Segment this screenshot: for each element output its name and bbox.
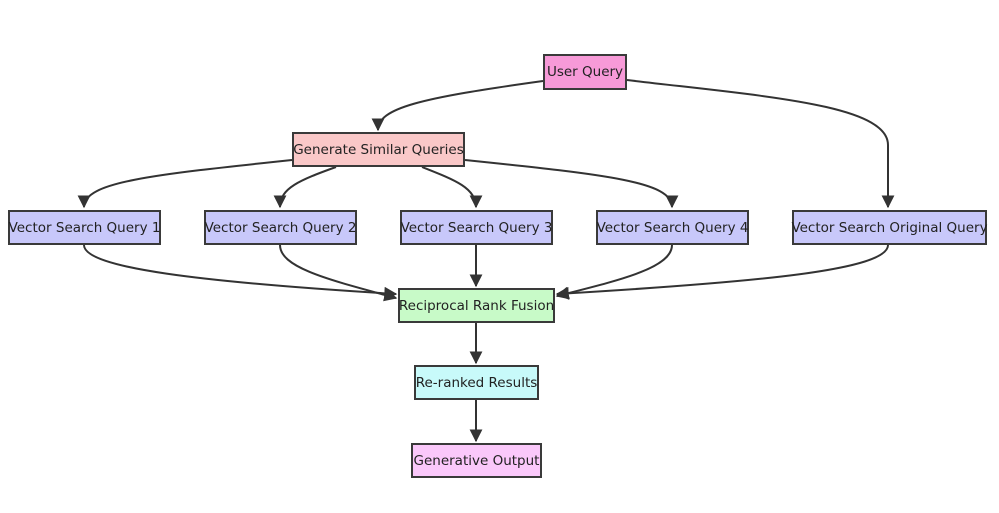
node-generative-output: Generative Output [411, 443, 542, 478]
node-generate-similar-queries: Generate Similar Queries [292, 132, 465, 167]
edge-vs-query-4-to-rrf [555, 244, 673, 300]
node-vector-search-original-query: Vector Search Original Query [791, 210, 988, 245]
node-reciprocal-rank-fusion: Reciprocal Rank Fusion [398, 288, 555, 323]
edge-generate-similar-to-vs-query-3 [421, 166, 483, 209]
edge-generate-similar-to-vs-query-4 [464, 159, 679, 209]
edge-vs-original-to-rrf [555, 244, 889, 300]
edge-vs-query-2-to-rrf [279, 244, 398, 302]
edge-user-query-to-generate-similar [371, 80, 544, 132]
node-vector-search-query-3: Vector Search Query 3 [400, 210, 553, 245]
edge-user-query-to-vs-original [626, 79, 895, 209]
node-re-ranked-results: Re-ranked Results [414, 365, 539, 400]
edge-generate-similar-to-vs-query-1 [77, 159, 293, 209]
edge-generate-similar-to-vs-query-2 [273, 166, 337, 209]
node-vector-search-query-2: Vector Search Query 2 [204, 210, 357, 245]
edge-vs-query-1-to-rrf [83, 244, 398, 300]
node-user-query: User Query [543, 54, 627, 90]
node-vector-search-query-4: Vector Search Query 4 [596, 210, 749, 245]
node-vector-search-query-1: Vector Search Query 1 [8, 210, 161, 245]
